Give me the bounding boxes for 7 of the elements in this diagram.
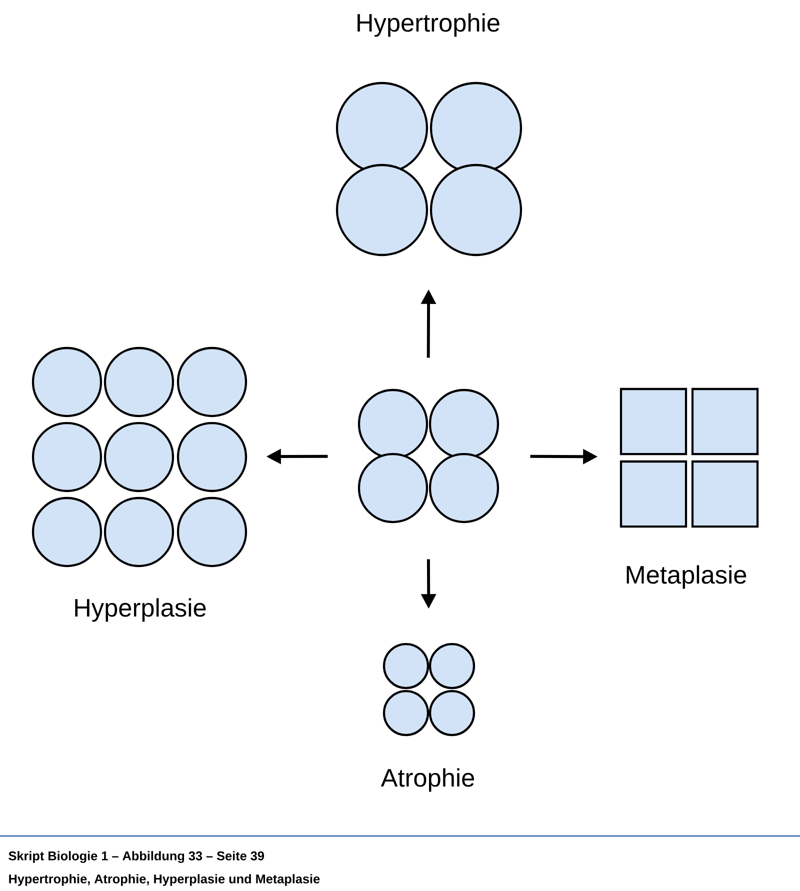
source-note: Skript Biologie 1 – Abbildung 33 – Seite 39	[8, 851, 264, 863]
caption: Hypertrophie, Atrophie, Hyperplasie und Metaplasie	[9, 874, 320, 886]
cell-cluster-drawing	[358, 388, 500, 524]
node-label: Hypertrophie	[358, 13, 500, 37]
node-label: Atrophie	[380, 768, 474, 792]
node-label: Hyperplasie	[75, 598, 206, 622]
node-label: Metaplasie	[626, 565, 746, 589]
